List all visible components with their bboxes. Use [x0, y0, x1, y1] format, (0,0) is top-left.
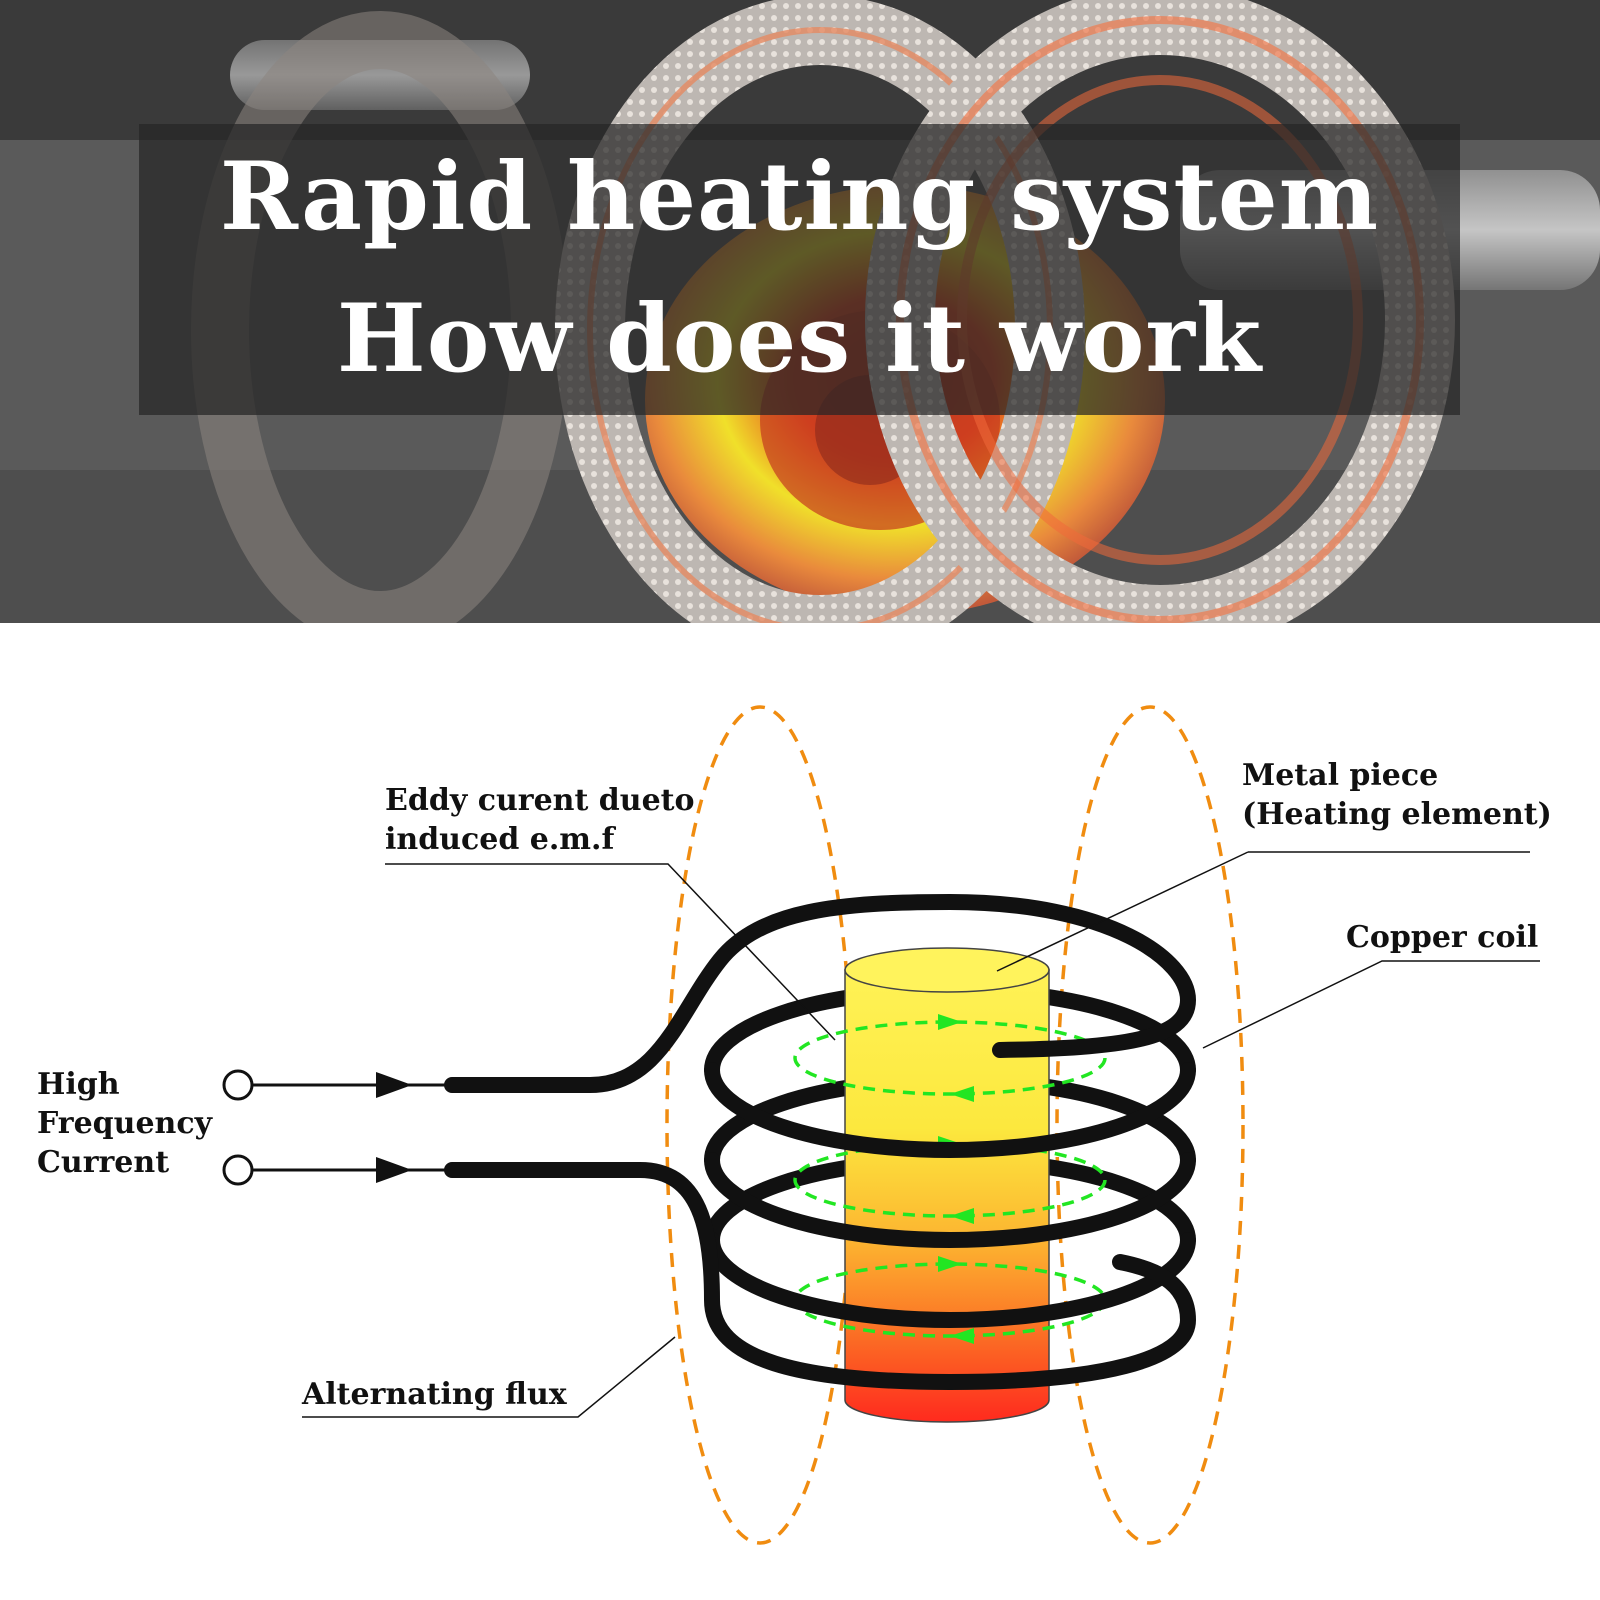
copper-leader-line	[1202, 960, 1540, 1049]
current-label-line-2: Frequency	[37, 1106, 213, 1141]
current-direction-arrows	[376, 1072, 412, 1183]
eddy-current-label-line-1: Eddy curent dueto	[385, 783, 695, 818]
current-label-line-3: Current	[37, 1145, 170, 1180]
title-box: Rapid heating system How does it work	[139, 124, 1460, 415]
terminal-bottom	[222, 1154, 254, 1186]
page-title-line-2: How does it work	[336, 284, 1263, 394]
leader-lines	[302, 851, 1540, 1418]
metal-piece-label-line-1: Metal piece	[1242, 758, 1439, 793]
induction-photo-banner: Rapid heating system How does it work	[0, 0, 1600, 623]
metal-leader-line	[996, 851, 1249, 972]
eddy-current-label-line-2: induced e.m.f	[385, 822, 615, 857]
terminal-top	[222, 1069, 254, 1101]
flux-leader-line	[302, 1336, 676, 1418]
induction-diagram: Eddy curent dueto induced e.m.f Metal pi…	[0, 623, 1600, 1600]
alternating-flux-label: Alternating flux	[302, 1377, 567, 1412]
copper-coil-front	[444, 894, 1196, 1390]
page-title-line-1: Rapid heating system	[219, 142, 1380, 252]
induction-diagram-drawing	[222, 705, 1540, 1545]
current-input-leads	[222, 1069, 452, 1186]
copper-coil-label: Copper coil	[1346, 920, 1539, 955]
eddy-current-label: Eddy curent dueto induced e.m.f	[385, 781, 695, 859]
metal-piece-cylinder	[844, 947, 1050, 1423]
current-label-line-1: High	[37, 1067, 120, 1102]
eddy-leader-line	[385, 863, 836, 1041]
flux-loop-right	[1055, 705, 1245, 1545]
high-frequency-current-label: High Frequency Current	[37, 1065, 212, 1182]
metal-piece-label: Metal piece (Heating element)	[1242, 756, 1552, 834]
metal-piece-label-line-2: (Heating element)	[1242, 797, 1552, 832]
